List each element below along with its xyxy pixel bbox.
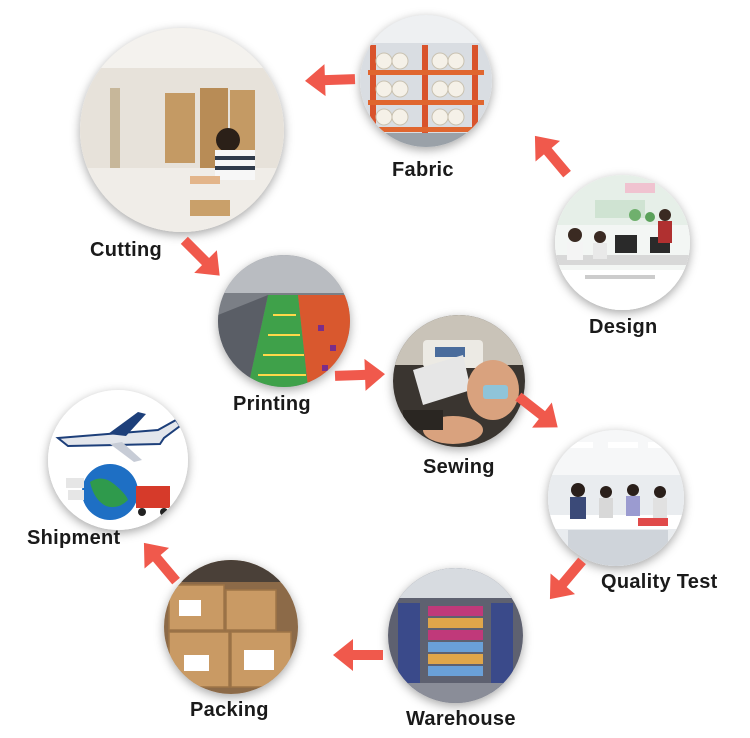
arrow-cutting-to-printing xyxy=(180,236,220,276)
arrow-warehouse-to-packing xyxy=(333,639,383,671)
arrow-sewing-to-quality-test xyxy=(515,392,558,428)
step-label-sewing: Sewing xyxy=(423,456,495,478)
fabric-rolls-icon xyxy=(360,15,492,147)
design-office-icon xyxy=(555,175,690,310)
step-label-printing: Printing xyxy=(233,393,311,415)
arrow-packing-to-shipment xyxy=(143,542,180,585)
step-label-cutting: Cutting xyxy=(90,239,163,261)
cardboard-boxes-icon xyxy=(164,560,298,694)
shipment-photo xyxy=(48,390,188,530)
cutting-table-icon xyxy=(80,28,284,232)
printing-photo xyxy=(218,255,350,387)
quality-test-photo xyxy=(548,430,684,566)
sewing-machine-icon xyxy=(393,315,525,447)
step-label-warehouse: Warehouse xyxy=(406,708,516,730)
design-photo xyxy=(555,175,690,310)
packing-photo xyxy=(164,560,298,694)
step-label-design: Design xyxy=(589,316,658,338)
fabric-photo xyxy=(360,15,492,147)
warehouse-photo xyxy=(388,568,523,703)
warehouse-shelves-icon xyxy=(388,568,523,703)
airplane-globe-icon xyxy=(48,390,188,530)
arrow-printing-to-sewing xyxy=(334,358,385,391)
sewing-photo xyxy=(393,315,525,447)
step-label-packing: Packing xyxy=(190,699,269,721)
arrow-fabric-to-cutting xyxy=(305,64,356,97)
printing-line-icon xyxy=(218,255,350,387)
inspection-room-icon xyxy=(548,430,684,566)
cutting-photo xyxy=(80,28,284,232)
step-label-quality-test: Quality Test xyxy=(601,571,718,593)
arrow-design-to-fabric xyxy=(534,135,571,178)
arrow-quality-test-to-warehouse xyxy=(549,557,586,600)
step-label-shipment: Shipment xyxy=(27,527,121,549)
step-label-fabric: Fabric xyxy=(392,159,454,181)
